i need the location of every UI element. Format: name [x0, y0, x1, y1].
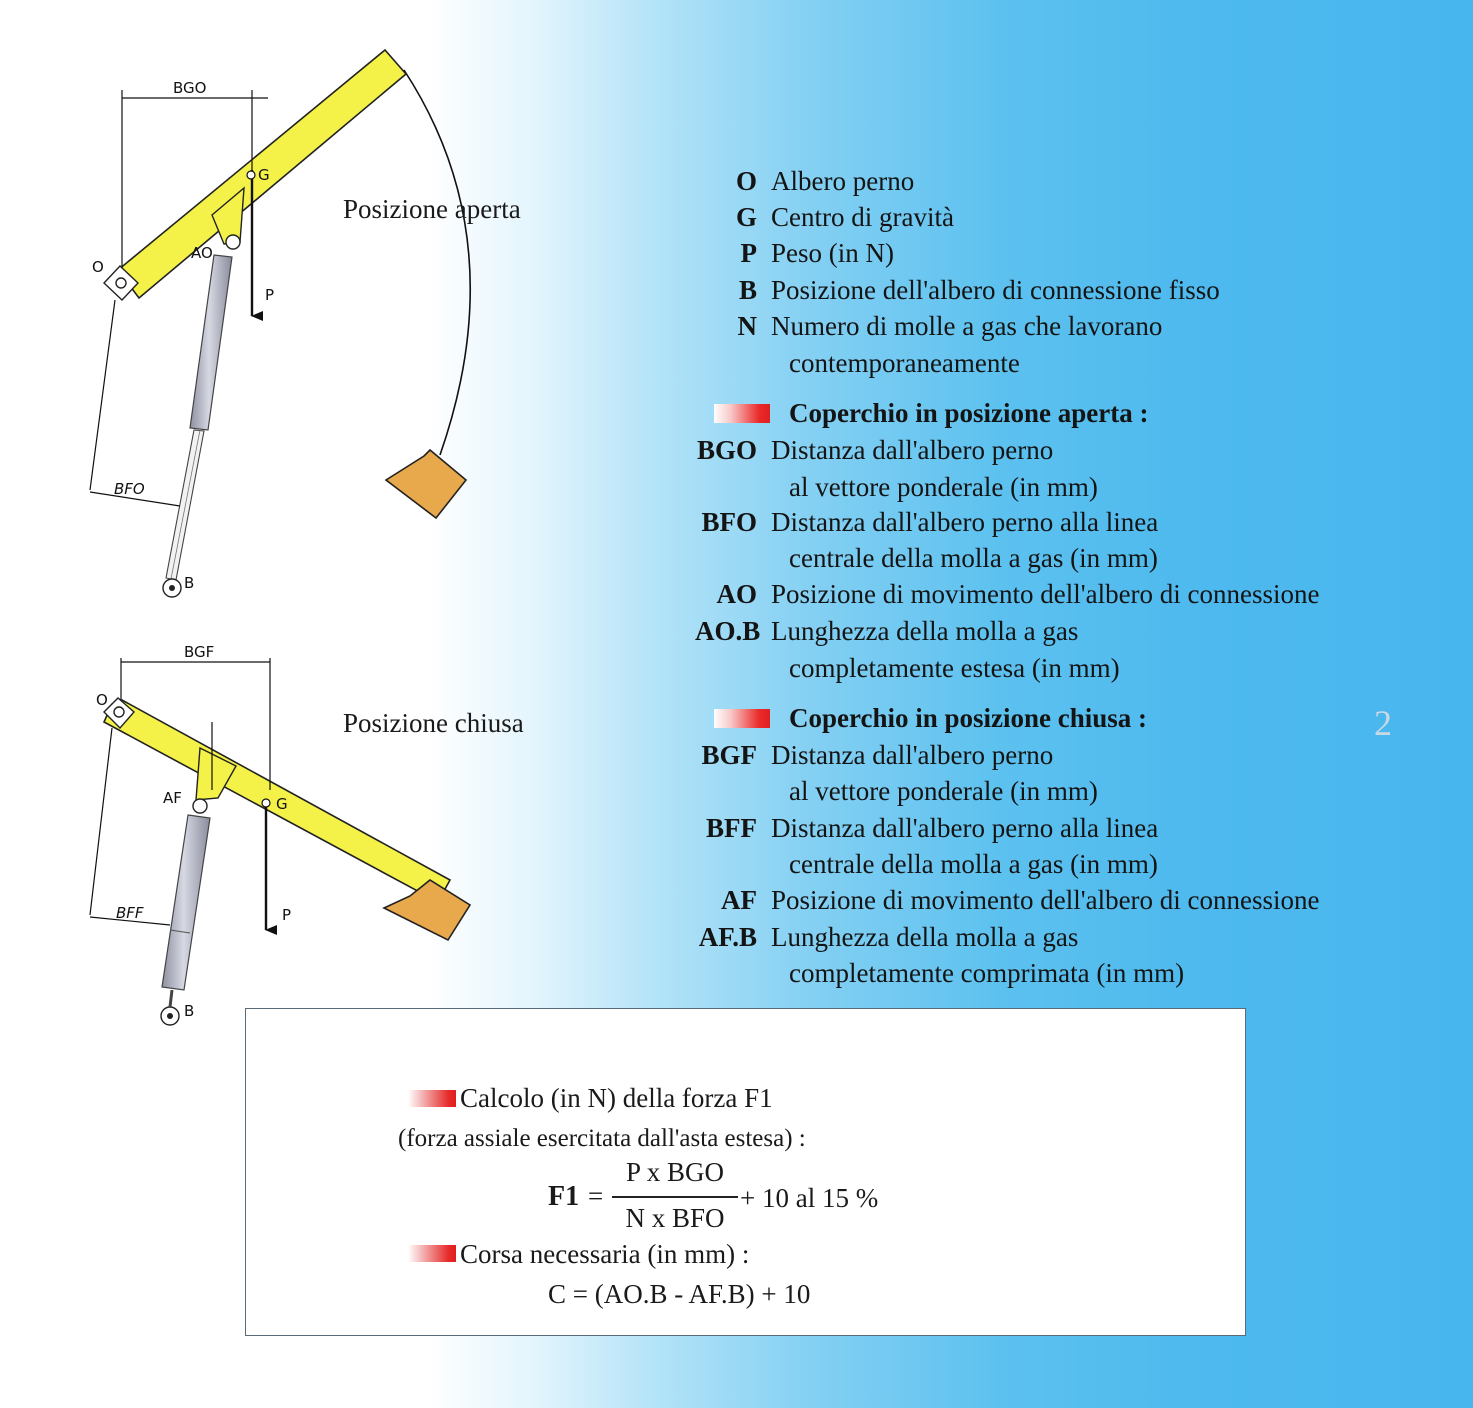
label-b-open: B: [184, 574, 194, 592]
closed-position-label: Posizione chiusa: [343, 708, 524, 738]
legend-row-afb: AF.B Lunghezza della molla a gas: [695, 922, 1079, 952]
label-af: AF: [163, 789, 182, 807]
stroke-title: Corsa necessaria (in mm) :: [460, 1239, 750, 1269]
legend-row-af: AF Posizione di movimento dell'albero di…: [695, 887, 1320, 914]
legend-row-g: G Centro di gravità: [695, 204, 954, 231]
legend-key: BGF: [701, 740, 757, 770]
legend-key: O: [735, 166, 757, 196]
legend-text: Posizione di movimento dell'albero di co…: [771, 885, 1320, 915]
force-denominator: N x BFO: [625, 1203, 725, 1233]
label-b-closed: B: [184, 1002, 194, 1020]
force-lhs: F1: [548, 1181, 580, 1212]
legend-text: Posizione di movimento dell'albero di co…: [771, 579, 1320, 609]
legend-text: Numero di molle a gas che lavorano: [771, 311, 1163, 341]
legend-row-ao: AO Posizione di movimento dell'albero di…: [695, 581, 1320, 608]
red-bullet-marker: [714, 709, 770, 728]
open-section-heading: Coperchio in posizione aperta :: [789, 398, 1149, 428]
fraction-bar: [612, 1196, 738, 1198]
legend-key: N: [737, 311, 758, 341]
open-position-label: Posizione aperta: [343, 194, 521, 224]
force-tail: + 10 al 15 %: [740, 1183, 879, 1213]
legend-key: P: [740, 238, 758, 268]
legend-row-b: B Posizione dell'albero di connessione f…: [695, 277, 1220, 304]
label-p-closed: P: [282, 906, 291, 924]
scan-mark: 2: [1374, 703, 1392, 743]
legend-text: Albero perno: [771, 166, 915, 196]
legend-continuation: centrale della molla a gas (in mm): [789, 849, 1158, 879]
legend-row-bfo: BFO Distanza dall'albero perno alla line…: [695, 509, 1158, 536]
legend-row-p: P Peso (in N): [695, 238, 895, 268]
force-title: Calcolo (in N) della forza F1: [460, 1083, 773, 1113]
legend-key: B: [738, 275, 757, 305]
bff-dimension-line: [89, 916, 171, 926]
legend-continuation: centrale della molla a gas (in mm): [789, 543, 1158, 573]
label-g-closed: G: [276, 795, 288, 813]
open-gas-spring: [162, 234, 241, 598]
legend-key: AF: [721, 885, 757, 915]
label-o-closed: O: [96, 691, 108, 709]
closed-gas-spring: [160, 798, 211, 1026]
legend-text: Distanza dall'albero perno alla linea: [771, 507, 1159, 537]
legend-row-aob: AO.B Lunghezza della molla a gas: [695, 618, 1078, 645]
legend-continuation: contemporaneamente: [789, 348, 1020, 378]
label-bgo: BGO: [173, 79, 206, 97]
legend-key: BGO: [696, 435, 757, 465]
legend-row-n: N Numero di molle a gas che lavorano: [695, 311, 1163, 341]
force-subtitle: (forza assiale esercitata dall'asta este…: [398, 1125, 806, 1152]
stroke-formula: C = (AO.B - AF.B) + 10: [548, 1279, 811, 1309]
force-numerator: P x BGO: [625, 1157, 725, 1187]
legend-text: Lunghezza della molla a gas: [771, 616, 1079, 646]
bfo-dimension-line: [89, 491, 181, 507]
closed-pivot-o: [103, 697, 135, 730]
label-bff: BFF: [116, 904, 144, 922]
force-equals: =: [588, 1181, 604, 1211]
closed-section-heading: Coperchio in posizione chiusa :: [789, 703, 1148, 733]
label-p-open: P: [265, 286, 274, 304]
legend-row-bgo: BGO Distanza dall'albero perno: [695, 437, 1053, 464]
legend-continuation: al vettore ponderale (in mm): [789, 472, 1098, 502]
legend-key: AF.B: [698, 922, 757, 952]
legend-text: Distanza dall'albero perno: [771, 435, 1054, 465]
legend-key: BFO: [701, 507, 757, 537]
red-bullet-marker: [408, 1245, 456, 1262]
label-g-open: G: [258, 166, 270, 184]
legend-continuation: completamente comprimata (in mm): [789, 958, 1185, 988]
legend-text: Posizione dell'albero di connessione fis…: [771, 275, 1220, 305]
legend-text: Centro di gravità: [771, 202, 954, 232]
label-ao: AO: [191, 244, 213, 262]
legend-row-bff: BFF Distanza dall'albero perno alla line…: [695, 815, 1158, 842]
legend-text: Lunghezza della molla a gas: [771, 922, 1079, 952]
legend-text: Distanza dall'albero perno alla linea: [771, 813, 1159, 843]
legend-key: AO: [716, 579, 758, 609]
legend-text: Peso (in N): [771, 238, 894, 268]
closed-weight-block: [382, 879, 472, 942]
legend-continuation: completamente estesa (in mm): [789, 653, 1120, 683]
legend-continuation: al vettore ponderale (in mm): [789, 776, 1098, 806]
legend-key: G: [735, 202, 757, 232]
legend-key: BFF: [706, 813, 757, 843]
open-weight-block: [384, 448, 468, 520]
formula-box: Calcolo (in N) della forza F1 (forza ass…: [245, 1008, 1246, 1336]
red-bullet-marker: [714, 404, 770, 423]
closed-lid-bracket: [195, 746, 237, 801]
legend-row-bgf: BGF Distanza dall'albero perno: [695, 742, 1053, 769]
label-bgf: BGF: [184, 643, 214, 661]
red-bullet-marker: [408, 1090, 456, 1107]
open-position-diagram: BGO G O AO P BFO B Posizione aperta: [89, 48, 521, 598]
legend-key: AO.B: [695, 616, 761, 646]
open-swing-arc: [403, 69, 471, 456]
label-o-open: O: [92, 258, 104, 276]
closed-position-diagram: BGF O AF G P BFF B Posizione chiusa: [89, 643, 524, 1026]
open-pivot-o: [103, 265, 139, 301]
legend-row-o: O Albero perno: [695, 168, 914, 195]
legend-text: Distanza dall'albero perno: [771, 740, 1054, 770]
label-bfo: BFO: [114, 480, 145, 498]
